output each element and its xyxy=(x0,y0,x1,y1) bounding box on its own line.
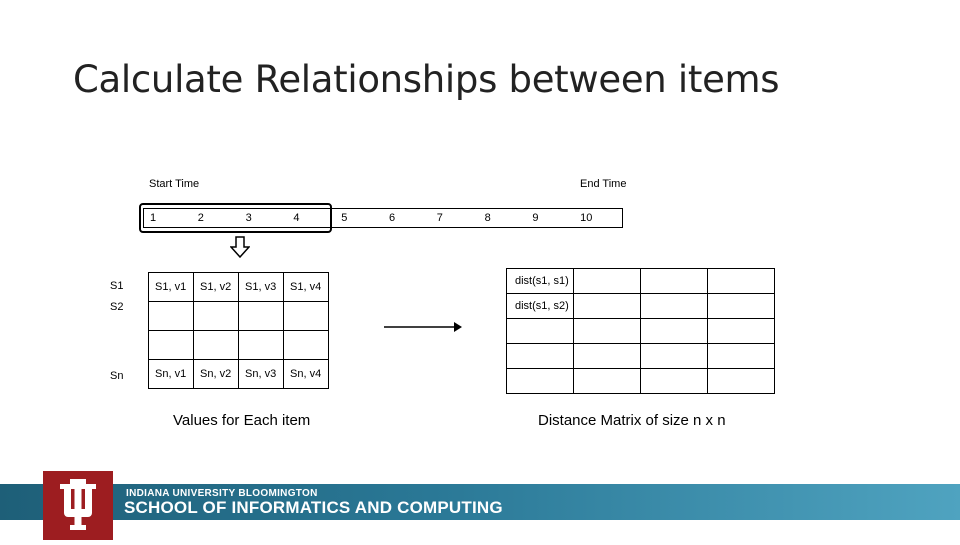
timeline-cell: 3 xyxy=(245,212,252,224)
matrix-caption: Distance Matrix of size n x n xyxy=(538,412,726,429)
timeline-cell: 7 xyxy=(436,212,443,224)
table-cell xyxy=(573,268,641,294)
table-cell: Sn, v3 xyxy=(238,359,284,389)
table-cell xyxy=(506,318,574,344)
table-row: S1, v1 S1, v2 S1, v3 S1, v4 xyxy=(148,272,329,302)
timeline-cell: 5 xyxy=(341,212,348,224)
table-cell: S1, v3 xyxy=(238,272,284,302)
footer-university-name: INDIANA UNIVERSITY BLOOMINGTON xyxy=(126,488,318,499)
row-label-s2: S2 xyxy=(110,301,124,313)
table-cell: Sn, v2 xyxy=(193,359,239,389)
table-cell xyxy=(640,368,708,394)
table-row xyxy=(506,343,775,369)
table-cell xyxy=(238,330,284,360)
table-cell xyxy=(506,343,574,369)
table-row: dist(s1, s1) xyxy=(506,268,775,294)
footer-banner xyxy=(0,484,960,520)
table-cell: Sn, v4 xyxy=(283,359,329,389)
start-time-label: Start Time xyxy=(149,178,200,190)
table-cell xyxy=(573,368,641,394)
table-cell xyxy=(640,343,708,369)
footer-school-name: SCHOOL OF INFORMATICS AND COMPUTING xyxy=(124,498,503,517)
table-cell xyxy=(283,330,329,360)
table-cell xyxy=(707,343,775,369)
table-cell: Sn, v1 xyxy=(148,359,194,389)
timeline-cell: 10 xyxy=(580,212,593,224)
timeline-bar: 1 2 3 4 5 6 7 8 9 10 xyxy=(143,208,623,228)
table-cell xyxy=(573,318,641,344)
table-cell: S1, v1 xyxy=(148,272,194,302)
table-cell xyxy=(238,301,284,331)
right-arrow-icon xyxy=(384,322,462,332)
table-cell xyxy=(707,368,775,394)
table-row xyxy=(506,368,775,394)
timeline-cell: 6 xyxy=(388,212,396,224)
table-row xyxy=(148,330,329,360)
end-time-label: End Time xyxy=(580,178,627,190)
timeline-cell: 9 xyxy=(532,212,539,224)
table-cell xyxy=(707,293,775,319)
table-row xyxy=(506,318,775,344)
table-cell xyxy=(148,330,194,360)
table-row xyxy=(148,301,329,331)
timeline-cell: 2 xyxy=(197,212,204,224)
table-cell: S1, v4 xyxy=(283,272,329,302)
table-row: Sn, v1 Sn, v2 Sn, v3 Sn, v4 xyxy=(148,359,329,389)
table-cell: S1, v2 xyxy=(193,272,239,302)
iu-trident-logo-icon xyxy=(43,471,113,540)
down-arrow-icon xyxy=(230,236,250,258)
table-cell xyxy=(707,318,775,344)
slide-title: Calculate Relationships between items xyxy=(73,58,780,101)
values-table: S1, v1 S1, v2 S1, v3 S1, v4 Sn, v1 Sn, v… xyxy=(148,272,329,389)
table-cell: dist(s1, s1) xyxy=(506,268,574,294)
table-row: dist(s1, s2) xyxy=(506,293,775,319)
timeline-cell: 8 xyxy=(484,212,491,224)
table-cell xyxy=(640,318,708,344)
distance-matrix-table: dist(s1, s1) dist(s1, s2) xyxy=(506,268,775,394)
window-highlight-box xyxy=(139,203,332,233)
timeline-cell: 1 xyxy=(150,212,157,224)
table-cell xyxy=(640,268,708,294)
table-cell: dist(s1, s2) xyxy=(506,293,574,319)
table-cell xyxy=(573,293,641,319)
table-cell xyxy=(506,368,574,394)
table-cell xyxy=(193,330,239,360)
table-cell xyxy=(640,293,708,319)
row-label-s1: S1 xyxy=(110,280,124,292)
values-caption: Values for Each item xyxy=(173,412,311,429)
table-cell xyxy=(707,268,775,294)
table-cell xyxy=(573,343,641,369)
timeline-cell: 4 xyxy=(293,212,300,224)
table-cell xyxy=(148,301,194,331)
table-cell xyxy=(283,301,329,331)
table-cell xyxy=(193,301,239,331)
row-label-sn: Sn xyxy=(110,370,124,382)
